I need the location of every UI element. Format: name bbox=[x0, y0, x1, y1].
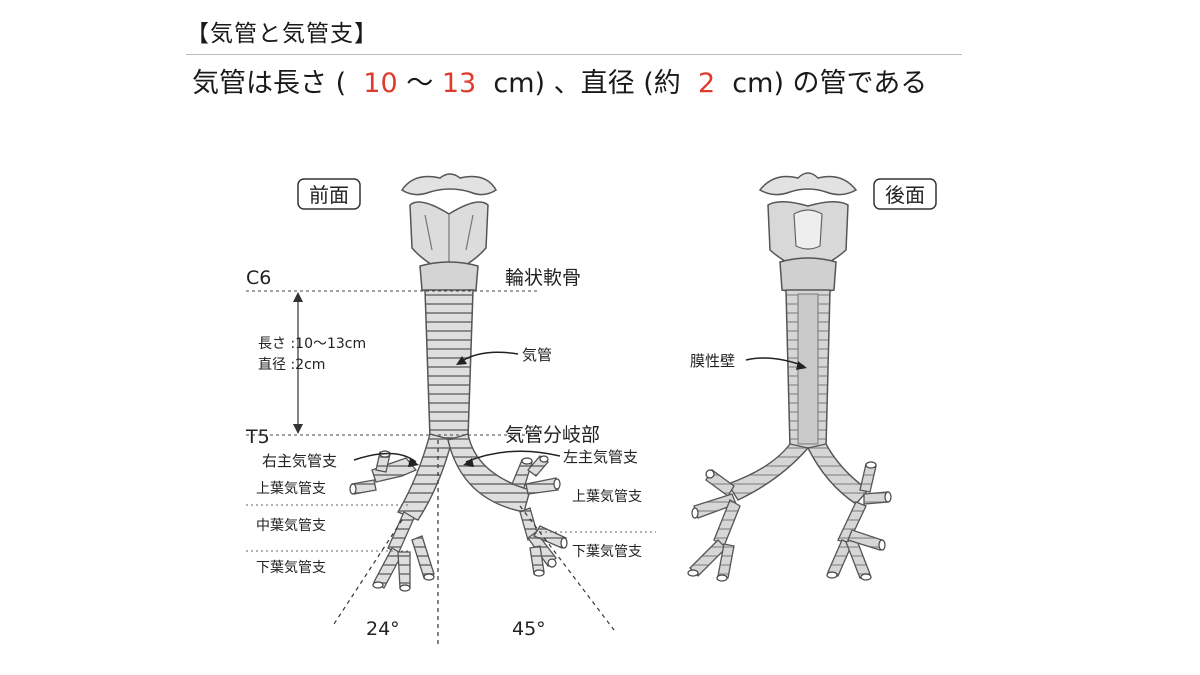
cricoid-cartilage-label: 輪状軟骨 bbox=[505, 267, 581, 289]
back-left-main-bronchus bbox=[806, 443, 870, 505]
back-view-label: 後面 bbox=[885, 183, 925, 207]
left-upper-lobe-bronchus-label: 上葉気管支 bbox=[572, 489, 642, 505]
vertebra-c6-label: C6 bbox=[246, 267, 271, 289]
right-upper-lobe-bronchus-label: 上葉気管支 bbox=[256, 481, 326, 497]
hyoid-bone bbox=[400, 173, 497, 196]
trachea-label: 気管 bbox=[522, 346, 552, 364]
length-arrow-up bbox=[293, 292, 303, 302]
left-main-bronchus-label: 左主気管支 bbox=[563, 448, 638, 466]
right-bronchus-angle: 24° bbox=[366, 618, 400, 640]
right-lung-branches bbox=[351, 451, 435, 589]
right-main-bronchus-label: 右主気管支 bbox=[262, 452, 337, 470]
heading-divider bbox=[186, 54, 962, 55]
cricoid-cartilage bbox=[419, 261, 479, 294]
diameter-annotation: 直径 :2cm bbox=[258, 356, 325, 373]
headline-suffix: cm) の管である bbox=[732, 68, 928, 99]
membranous-wall-label: 膜性壁 bbox=[690, 352, 735, 370]
length-annotation: 長さ :10〜13cm bbox=[258, 336, 366, 352]
diameter-value: 2 bbox=[697, 68, 716, 99]
back-branches bbox=[689, 463, 889, 579]
left-main-bronchus bbox=[447, 433, 531, 513]
front-view-labels: 前面 C6 輪状軟骨 長さ :10〜13cm 直径 :2cm 気管 T5 気管分… bbox=[245, 178, 656, 648]
back-cricoid bbox=[779, 257, 837, 294]
front-view-label: 前面 bbox=[309, 183, 349, 207]
length-min-value: 10 bbox=[363, 68, 398, 99]
right-lower-lobe-bronchus-label: 下葉気管支 bbox=[256, 560, 326, 576]
headline-prefix: 気管は長さ ( bbox=[192, 68, 347, 99]
headline-tilde: 〜 bbox=[406, 68, 434, 99]
left-angle-line bbox=[519, 505, 615, 631]
bifurcation-label: 気管分岐部 bbox=[505, 424, 600, 446]
back-view-labels: 後面 膜性壁 bbox=[690, 178, 937, 370]
left-lower-lobe-bronchus-label: 下葉気管支 bbox=[572, 544, 642, 560]
right-main-bronchus bbox=[396, 433, 453, 521]
slide-heading: 【気管と気管支】 bbox=[186, 21, 378, 47]
headline: 気管は長さ ( 10 〜 13 cm) 、直径 (約 2 cm) の管である bbox=[192, 64, 927, 104]
length-arrow-down bbox=[293, 424, 303, 434]
right-middle-lobe-bronchus-label: 中葉気管支 bbox=[256, 518, 326, 534]
front-view-illustration bbox=[349, 173, 568, 592]
back-view-label-box bbox=[873, 178, 937, 210]
left-main-bronchus-pointer bbox=[465, 450, 561, 463]
back-right-main-bronchus bbox=[726, 443, 810, 501]
back-epiglottis bbox=[758, 172, 858, 196]
right-main-bronchus-pointer bbox=[353, 452, 417, 463]
left-lung-branches bbox=[511, 455, 567, 575]
vertebra-t5-label: T5 bbox=[245, 426, 270, 448]
headline-mid: cm) 、直径 (約 bbox=[493, 68, 681, 99]
front-view-label-box bbox=[297, 178, 361, 210]
left-bronchus-angle: 45° bbox=[512, 618, 546, 640]
length-max-value: 13 bbox=[441, 68, 477, 99]
back-view-illustration bbox=[687, 172, 892, 582]
